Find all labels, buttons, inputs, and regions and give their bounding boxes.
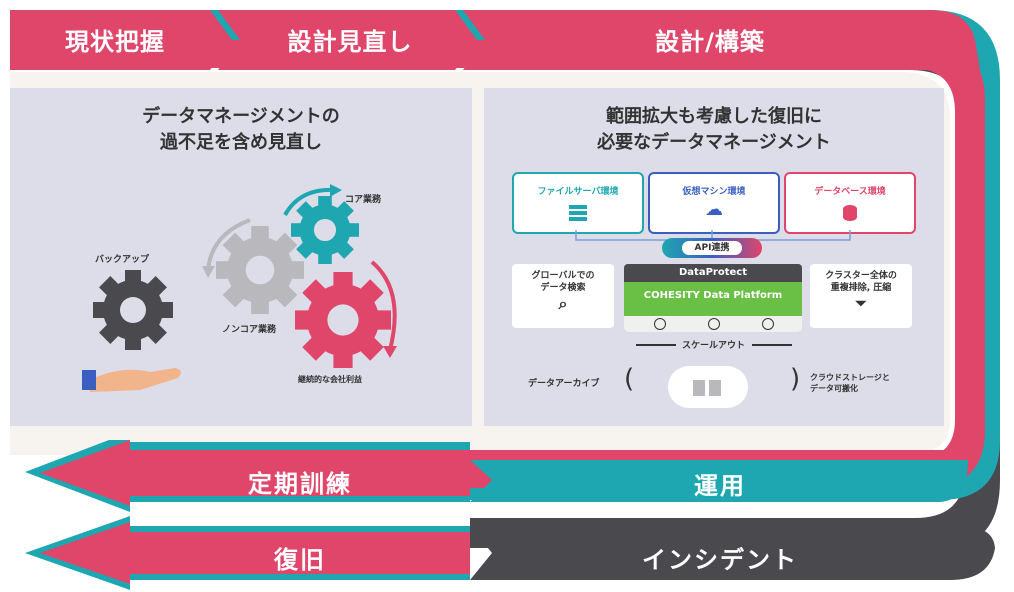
cloud-label-line2: データ可搬化 (810, 384, 858, 393)
cohesity-platform-block: DataProtect COHESITY Data Platform (624, 264, 802, 332)
scale-left-arrow-icon (636, 344, 676, 346)
dedupe-box: クラスター全体の 重複排除, 圧縮 ⏷ (810, 264, 912, 328)
noncore-gear-icon (216, 226, 304, 314)
bottom-arrows (25, 440, 995, 590)
incident-band (470, 526, 995, 580)
funnel-icon: ⏷ (855, 296, 867, 312)
global-search-box: グローバルでの データ検索 ⌕ (512, 264, 614, 328)
server-icon (569, 205, 587, 221)
api-link-label: API連携 (682, 241, 742, 255)
left-panel-title-line1: データマネージメントの (142, 106, 340, 127)
core-gear-icon (291, 196, 359, 264)
core-arrow-icon (283, 187, 336, 217)
cloud-label-line1: クラウドストレージと (810, 373, 890, 382)
magnifier-icon: ⌕ (558, 294, 568, 313)
scaleout-label: スケールアウト (682, 341, 746, 351)
node-icon (654, 318, 666, 330)
cloud-storage-icon (668, 366, 748, 408)
training-arrow-pink (40, 440, 470, 506)
right-panel-title-line2: 必要なデータマネージメント (597, 132, 831, 153)
core-label: コア業務 (345, 195, 382, 205)
recovery-label: 復旧 (274, 546, 326, 574)
gears-illustration (82, 184, 397, 392)
chevron-step2 (218, 10, 477, 70)
vm-box: 仮想マシン環境 ☁ (648, 172, 780, 234)
platform-label: COHESITY Data Platform (643, 290, 783, 301)
scale-right-arrow-icon (752, 344, 792, 346)
cuff-icon (82, 370, 96, 390)
benefit-gear-icon (295, 272, 391, 368)
chevron-step1 (10, 10, 232, 70)
database-box: データベース環境 (784, 172, 916, 234)
backup-gear-icon (93, 270, 173, 350)
global-search-line1: グローバルでの (531, 271, 595, 281)
incident-label: インシデント (642, 546, 798, 574)
file-server-box: ファイルサーバ環境 (512, 172, 644, 234)
benefit-arrow-icon (370, 260, 397, 351)
benefit-label: 継続的な会社利益 (298, 375, 362, 384)
noncore-arrow-icon (206, 218, 251, 273)
archive-label: データアーカイブ (528, 379, 600, 389)
api-link-badge: API連携 (662, 238, 762, 258)
global-search-line2: データ検索 (540, 283, 586, 293)
node-icon (708, 318, 720, 330)
left-bracket-icon: ( (624, 364, 635, 394)
step-design-build: 設計/構築 (655, 28, 765, 56)
cloud-vm-icon: ☁ (705, 199, 723, 220)
right-panel-title-line1: 範囲拡大も考慮した復旧に (606, 106, 822, 127)
chevron-step3 (463, 10, 980, 70)
left-panel-title-line2: 過不足を含め見直し (160, 132, 322, 153)
recovery-arrow-pink (40, 522, 470, 584)
file-server-label: ファイルサーバ環境 (537, 187, 619, 197)
dataprotect-label: DataProtect (624, 264, 802, 282)
step-current-analysis: 現状把握 (65, 28, 165, 56)
database-label: データベース環境 (814, 187, 886, 197)
vm-label: 仮想マシン環境 (682, 187, 746, 197)
operation-band (470, 460, 968, 502)
platform-nodes (624, 316, 802, 332)
noncore-label: ノンコア業務 (222, 325, 277, 335)
database-icon (843, 205, 857, 221)
operation-label: 運用 (694, 472, 746, 500)
hand-icon (90, 368, 181, 392)
training-label: 定期訓練 (248, 470, 352, 498)
right-bracket-icon: ) (790, 364, 801, 394)
dedupe-line2: 重複排除, 圧縮 (830, 283, 892, 293)
backup-label: バックアップ (95, 255, 150, 265)
dedupe-line1: クラスター全体の (825, 271, 897, 281)
node-icon (762, 318, 774, 330)
step-design-review: 設計見直し (287, 28, 413, 56)
